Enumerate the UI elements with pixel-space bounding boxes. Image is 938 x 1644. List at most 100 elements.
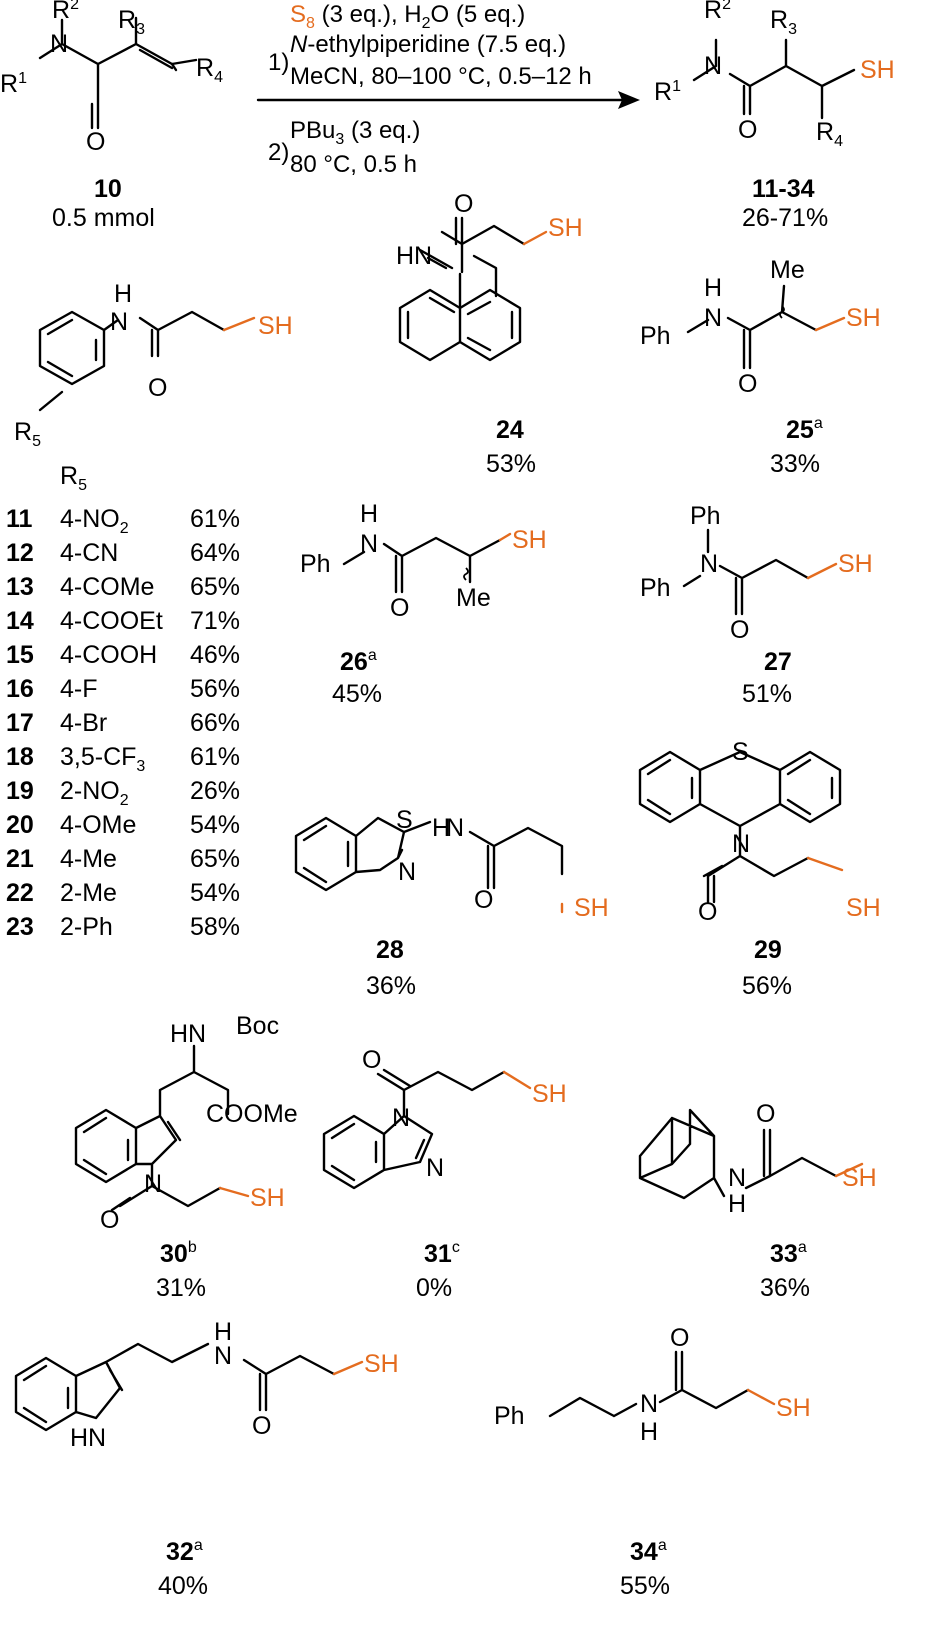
- thiol-sh: SH: [838, 550, 873, 578]
- atom-o: O: [100, 1206, 119, 1234]
- atom-ph: Ph: [690, 502, 721, 530]
- atom-r3: R3: [770, 6, 797, 38]
- atom-n: N: [110, 308, 128, 336]
- table-row-substituent: 2-Ph: [60, 913, 113, 941]
- table-row-yield: 65%: [190, 573, 240, 601]
- table-row-id: 23: [6, 913, 34, 941]
- compound-33: [638, 1108, 864, 1200]
- atom-o: O: [730, 616, 749, 644]
- compound-yield: 53%: [486, 450, 536, 478]
- atom-r2: R2: [52, 0, 79, 24]
- atom-o: O: [86, 128, 105, 156]
- reaction-conditions: 1) S8 (3 eq.), H2O (5 eq.) N-ethylpiperi…: [256, 1, 640, 178]
- compound-32: [14, 1342, 364, 1432]
- atom-n: N: [732, 830, 750, 858]
- compound-26: [342, 532, 512, 594]
- table-row-substituent: 4-OMe: [60, 811, 136, 839]
- atom-coome: COOMe: [206, 1100, 298, 1128]
- thiol-sh: SH: [842, 1164, 877, 1192]
- compound-yield: 56%: [742, 972, 792, 1000]
- atom-n: N: [144, 1170, 162, 1198]
- compound-label: 27: [764, 648, 792, 676]
- atom-o: O: [362, 1046, 381, 1074]
- atom-o: O: [252, 1412, 271, 1440]
- atom-h: H: [114, 280, 132, 308]
- atom-me: Me: [456, 584, 491, 612]
- thiol-sh: SH: [548, 214, 583, 242]
- atom-hn: HN: [70, 1424, 106, 1452]
- atom-o: O: [738, 116, 757, 144]
- compound-yield: 40%: [158, 1572, 208, 1600]
- thiol-sh: SH: [532, 1080, 567, 1108]
- atom-me: Me: [770, 256, 805, 284]
- compound-yield: 55%: [620, 1572, 670, 1600]
- compound-yield: 51%: [742, 680, 792, 708]
- atom-h: H: [214, 1318, 232, 1346]
- thiol-sh: SH: [846, 894, 881, 922]
- thiol-sh: SH: [574, 894, 609, 922]
- compound-label: 33a: [770, 1239, 807, 1268]
- atom-r4: R4: [196, 54, 223, 86]
- atom-ph: Ph: [300, 550, 331, 578]
- atom-r1: R1: [654, 78, 681, 106]
- compound-label-11-34: 11-34: [752, 175, 815, 203]
- table-row-id: 17: [6, 709, 34, 737]
- compound-label: 28: [376, 936, 404, 964]
- table-row-yield: 61%: [190, 743, 240, 771]
- table-row-substituent: 4-COOH: [60, 641, 157, 669]
- compound-label: 25a: [786, 415, 823, 444]
- table-row-id: 11: [6, 505, 33, 533]
- atom-n: N: [700, 550, 718, 578]
- atom-n: N: [392, 1104, 410, 1132]
- compound-label: 26a: [340, 647, 377, 676]
- thiol-sh: SH: [860, 56, 895, 84]
- atom-r3: R3: [118, 6, 145, 38]
- table-row-id: 22: [6, 879, 34, 907]
- thiol-sh: SH: [512, 526, 547, 554]
- atom-o: O: [670, 1324, 689, 1352]
- atom-s: S: [732, 738, 749, 766]
- table-row-yield: 26%: [190, 777, 240, 805]
- atom-n: N: [704, 304, 722, 332]
- table-row-yield: 54%: [190, 879, 240, 907]
- atom-boc: Boc: [236, 1012, 279, 1040]
- table-row-yield: 66%: [190, 709, 240, 737]
- table-row-id: 18: [6, 743, 34, 771]
- table-row-id: 20: [6, 811, 34, 839]
- compound-yield: 36%: [366, 972, 416, 1000]
- atom-ph: Ph: [640, 574, 671, 602]
- table-row-yield: 58%: [190, 913, 240, 941]
- atom-n: N: [398, 858, 416, 886]
- table-row-id: 21: [6, 845, 34, 873]
- atom-ph: Ph: [494, 1402, 525, 1430]
- compound-label: 29: [754, 936, 782, 964]
- atom-ph: Ph: [640, 322, 671, 350]
- table-row-id: 14: [6, 607, 34, 635]
- atom-n: N: [214, 1342, 232, 1370]
- atom-r4: R4: [816, 118, 843, 150]
- thiol-sh: SH: [250, 1184, 285, 1212]
- atom-o: O: [148, 374, 167, 402]
- step1-label: 1): [268, 49, 289, 76]
- table-row-substituent: 2-NO2: [60, 777, 129, 809]
- step1-base: N-ethylpiperidine (7.5 eq.): [290, 31, 566, 58]
- table-row-yield: 65%: [190, 845, 240, 873]
- table-row-id: 19: [6, 777, 34, 805]
- atom-n: N: [426, 1154, 444, 1182]
- compound-31: [322, 1068, 532, 1190]
- table-row-yield: 61%: [190, 505, 240, 533]
- atom-o: O: [738, 370, 757, 398]
- atom-o: O: [474, 886, 493, 914]
- compound-yield: 0%: [416, 1274, 452, 1302]
- table-row-substituent: 4-F: [60, 675, 98, 703]
- compound-27: [682, 528, 838, 616]
- atom-h: H: [640, 1418, 658, 1446]
- compound-label: 32a: [166, 1537, 203, 1566]
- table-row-yield: 71%: [190, 607, 240, 635]
- table-row-id: 12: [6, 539, 34, 567]
- atom-o: O: [698, 898, 717, 926]
- compound-28: [294, 816, 564, 914]
